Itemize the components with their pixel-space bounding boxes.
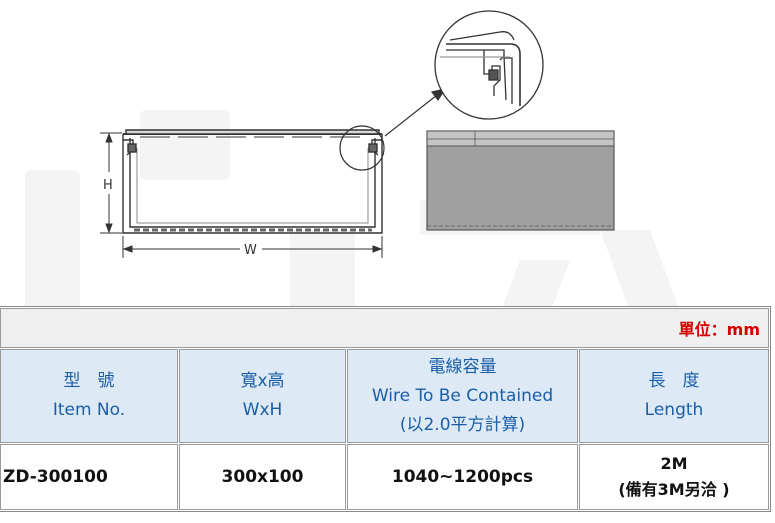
height-dimension bbox=[100, 132, 122, 234]
header-zh: 電線容量 bbox=[428, 356, 497, 377]
cell-length: 2M (備有3M另洽 ) bbox=[579, 444, 769, 510]
header-length: 長 度 Length bbox=[579, 349, 769, 443]
header-en: Length bbox=[644, 400, 704, 420]
header-zh: 寬x高 bbox=[240, 371, 285, 391]
header-note: (以2.0平方計算) bbox=[399, 414, 526, 435]
header-en: Item No. bbox=[52, 400, 126, 420]
header-item-no: 型 號 Item No. bbox=[0, 349, 178, 443]
width-dimension bbox=[122, 236, 383, 258]
cell-model: ZD-300100 bbox=[0, 444, 178, 510]
cell-capacity: 1040~1200pcs bbox=[347, 444, 578, 510]
table-row: ZD-300100 300x100 1040~1200pcs 2M (備有3M另… bbox=[0, 444, 769, 510]
header-zh: 型 號 bbox=[63, 371, 115, 391]
header-row: 型 號 Item No. 寬x高 WxH 電線容量 Wire To Be Con… bbox=[0, 349, 769, 443]
duct-cross-section bbox=[122, 129, 383, 234]
unit-label: 單位：mm bbox=[0, 308, 769, 348]
detail-zoom bbox=[434, 10, 544, 120]
header-capacity: 電線容量 Wire To Be Contained (以2.0平方計算) bbox=[347, 349, 578, 443]
cable-duct-drawing: H W bbox=[100, 10, 615, 258]
zoom-arrow bbox=[384, 88, 447, 137]
header-size: 寬x高 WxH bbox=[179, 349, 346, 443]
length-value: 2M bbox=[660, 454, 688, 473]
header-en: Wire To Be Contained bbox=[371, 385, 554, 406]
spec-table: 單位：mm 型 號 Item No. 寬x高 WxH 電線容量 Wire To … bbox=[0, 306, 771, 512]
duct-side-view bbox=[426, 130, 615, 231]
width-label: W bbox=[244, 243, 257, 258]
length-note: (備有3M另洽 ) bbox=[618, 480, 730, 499]
header-zh: 長 度 bbox=[648, 371, 700, 391]
detail-marker bbox=[339, 125, 385, 171]
cell-size: 300x100 bbox=[179, 444, 346, 510]
header-en: WxH bbox=[242, 400, 283, 420]
height-label: H bbox=[103, 178, 113, 193]
